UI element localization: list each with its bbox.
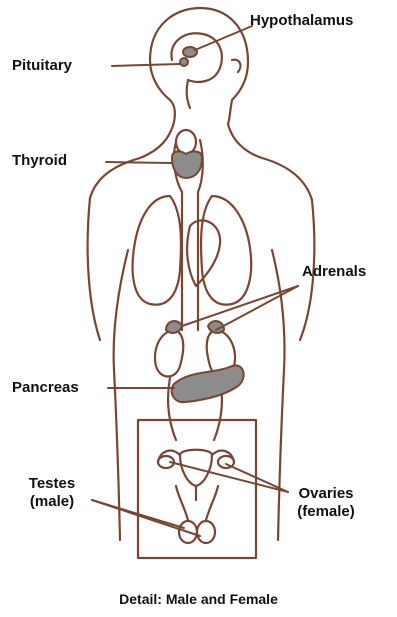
- thyroid-gland: [172, 151, 202, 178]
- arm-left: [88, 198, 100, 340]
- brain-stem: [187, 80, 190, 108]
- inner-head-curve: [171, 33, 221, 82]
- thyroid-label: Thyroid: [12, 152, 67, 170]
- adrenals-label: Adrenals: [302, 263, 366, 281]
- right-lung: [201, 196, 251, 305]
- pituitary-label: Pituitary: [12, 57, 72, 75]
- pancreas-gland: [172, 365, 244, 402]
- heart: [187, 220, 220, 286]
- hypothalamus-label: Hypothalamus: [250, 12, 353, 30]
- testes-label-line1: Testes: [22, 475, 82, 493]
- diagram-caption: Detail: Male and Female: [0, 590, 397, 608]
- vas-deferens-left: [176, 486, 188, 520]
- pituitary-leader: [112, 64, 180, 66]
- adrenals-leader-1: [182, 286, 298, 326]
- pancreas-label: Pancreas: [12, 379, 79, 397]
- neck-left: [90, 122, 174, 198]
- ovaries-label-line1: Ovaries: [285, 485, 367, 503]
- ovaries-label-line2: (female): [285, 503, 367, 521]
- thyroid-leader: [106, 162, 172, 163]
- adrenal-left: [166, 321, 182, 333]
- ovaries-label: Ovaries (female): [285, 485, 367, 521]
- adrenals-leader-2: [216, 286, 298, 330]
- head-outline: [150, 8, 248, 124]
- left-kidney: [155, 330, 183, 377]
- left-lung: [133, 196, 181, 305]
- testes-label-line2: (male): [22, 493, 82, 511]
- head-back: [150, 60, 175, 122]
- vas-deferens-right: [206, 486, 218, 520]
- testis-right: [197, 521, 215, 543]
- pituitary-gland: [180, 58, 188, 66]
- testes-label: Testes (male): [22, 475, 82, 511]
- neck-right: [228, 124, 312, 200]
- ear: [232, 60, 240, 72]
- hypothalamus-gland: [183, 47, 197, 57]
- torso-left: [114, 250, 128, 540]
